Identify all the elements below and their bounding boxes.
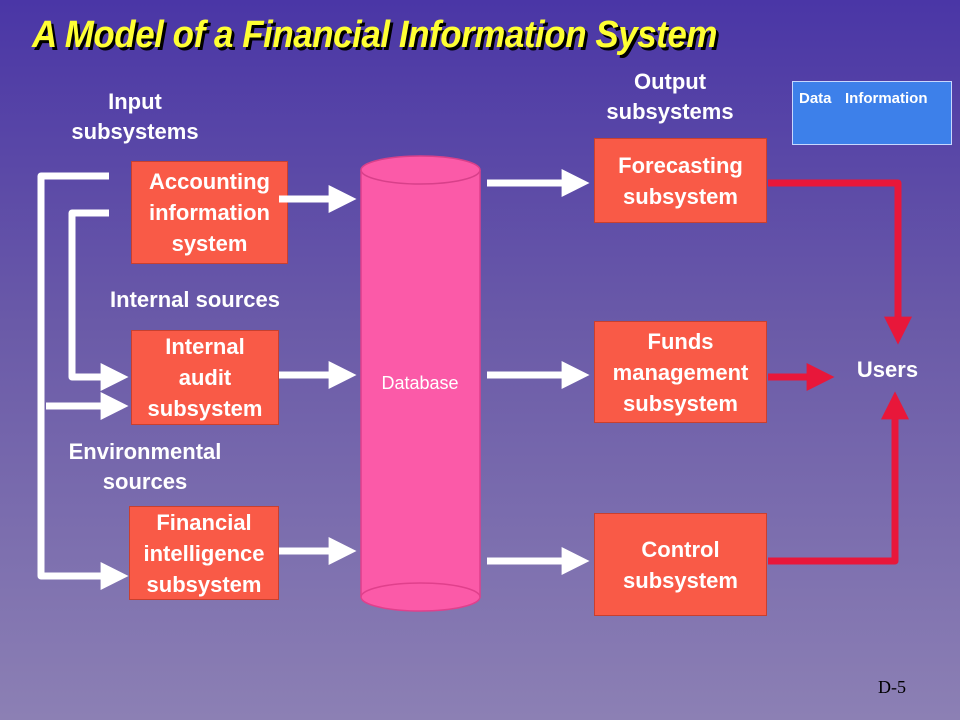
internal-audit-subsystem-box: Internal audit subsystem	[131, 330, 279, 425]
internal-audit-box-text: Internal audit subsystem	[147, 334, 263, 421]
internal-source-line	[68, 209, 129, 391]
control-box-text: Control subsystem	[623, 536, 738, 593]
database-cylinder	[360, 155, 481, 612]
financial-intelligence-subsystem-box: Financial intelligence subsystem	[129, 506, 279, 600]
users-label: Users	[856, 357, 919, 382]
input-subsystems-label: Input subsystems	[71, 89, 199, 144]
control-subsystem-box: Control subsystem	[594, 513, 767, 616]
legend-data-label: Data	[799, 90, 832, 107]
internal-sources-label: Internal sources	[110, 287, 280, 312]
forecasting-box-text: Forecasting subsystem	[618, 152, 743, 209]
environmental-source-line-accounting	[37, 172, 129, 590]
output-subsystems-label: Output subsystems	[606, 69, 734, 124]
forecasting-to-users-line	[768, 179, 912, 345]
funds-management-subsystem-box: Funds management subsystem	[594, 321, 767, 423]
page-number: D-5	[878, 677, 906, 697]
accounting-box-text: Accounting information system	[149, 169, 270, 256]
accounting-information-system-box: Accounting information system	[131, 161, 288, 264]
forecasting-subsystem-box: Forecasting subsystem	[594, 138, 767, 223]
slide-title: A Model of a Financial Information Syste…	[32, 14, 717, 56]
financial-intelligence-box-text: Financial intelligence subsystem	[143, 509, 265, 597]
environmental-sources-label: Environmental sources	[68, 439, 222, 494]
legend-information-label: Information	[845, 90, 928, 107]
database-label: Database	[381, 373, 459, 393]
legend: Data Information	[792, 81, 952, 145]
funds-management-box-text: Funds management subsystem	[612, 328, 749, 416]
control-to-users-line	[768, 391, 909, 565]
